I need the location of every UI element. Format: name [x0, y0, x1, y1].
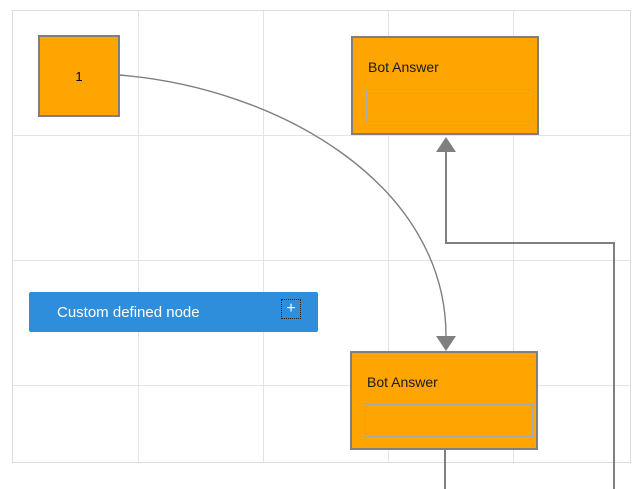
grid-line — [13, 135, 630, 136]
grid-line — [13, 260, 630, 261]
grid-line — [138, 11, 139, 462]
node-bot-answer-top[interactable]: Bot Answer — [351, 36, 539, 135]
connector-curved[interactable] — [118, 74, 447, 337]
node-bot-answer-bottom[interactable]: Bot Answer — [350, 351, 538, 450]
grid-line — [513, 11, 514, 462]
grid-line — [388, 11, 389, 462]
custom-node-label: Custom defined node — [57, 303, 200, 321]
grid-line — [13, 385, 630, 386]
bot-answer-title: Bot Answer — [368, 59, 439, 75]
node-start[interactable]: 1 — [38, 35, 120, 117]
start-node-label: 1 — [75, 68, 83, 84]
bot-answer-input[interactable] — [365, 404, 533, 437]
bot-answer-title: Bot Answer — [367, 374, 438, 390]
grid-line — [263, 11, 264, 462]
plus-icon: + — [286, 300, 296, 317]
node-custom-defined[interactable]: Custom defined node + — [29, 292, 318, 332]
connector-orthogonal[interactable] — [445, 151, 615, 489]
bot-answer-input[interactable] — [366, 89, 534, 122]
add-node-button[interactable]: + — [281, 299, 301, 319]
